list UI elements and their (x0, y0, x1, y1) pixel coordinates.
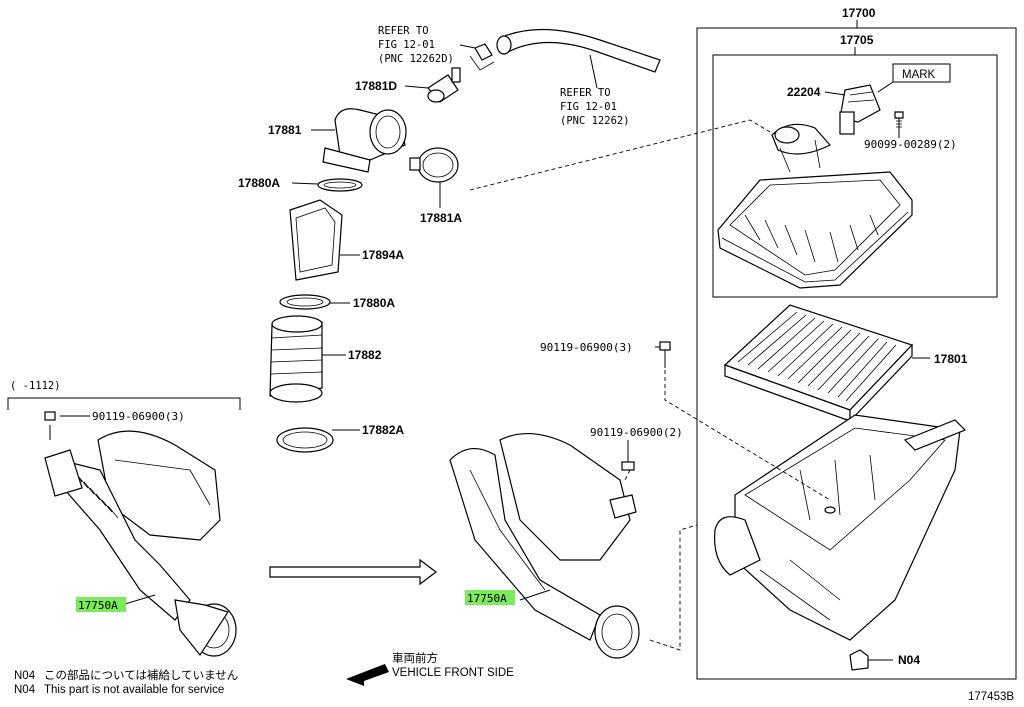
intake-duct-new (449, 341, 671, 659)
hose-17882 (269, 315, 346, 403)
label-17750a-left: 17750A (76, 597, 126, 612)
label-n04: N04 (898, 653, 920, 667)
note-en-text: This part is not available for service (44, 684, 224, 696)
front-label-en: VEHICLE FRONT SIDE (392, 667, 514, 679)
mark-box: MARK (877, 63, 951, 93)
label-17700: 17700 (842, 6, 876, 20)
label-17882a: 17882A (362, 423, 404, 437)
transition-arrow (269, 558, 437, 586)
label-refer2-l2: FIG 12-01 (560, 101, 617, 113)
clamp-17880a-bottom (279, 294, 350, 310)
figure-id: 177453B (968, 691, 1014, 703)
clamp-17880a-top (291, 178, 363, 192)
date-bracket (7, 397, 241, 410)
svg-text:17750A: 17750A (467, 592, 507, 605)
label-refer1-l1: REFER TO (378, 25, 429, 37)
clamp-17882a (276, 427, 360, 453)
label-17881d: 17881D (355, 79, 397, 93)
air-flow-meter (839, 84, 904, 135)
air-filter-element (723, 304, 914, 423)
clamp-17881a (409, 147, 459, 208)
label-90119-a: 90119-06900(3) (540, 341, 633, 354)
mark-label: MARK (902, 69, 936, 81)
label-17894a: 17894A (362, 248, 404, 262)
front-arrow-icon (346, 664, 389, 686)
note-en-code: N04 (14, 684, 36, 696)
assembly-17700-frame (696, 20, 1017, 680)
label-17750a-right: 17750A (465, 590, 515, 605)
label-90119-c: 90119-06900(3) (92, 410, 185, 423)
label-17880a-1: 17880A (238, 176, 280, 190)
label-90119-b: 90119-06900(2) (590, 426, 683, 439)
label-90099: 90099-00289(2) (864, 138, 957, 151)
label-17705: 17705 (840, 33, 874, 47)
label-17881: 17881 (268, 123, 302, 137)
hose-12262 (459, 28, 661, 89)
air-cleaner-cap (717, 123, 913, 289)
label-refer2-l3: (PNC 12262) (560, 115, 630, 127)
svg-text:17750A: 17750A (78, 599, 118, 612)
hose-17881d (404, 67, 461, 103)
air-cleaner-case (713, 414, 967, 671)
label-17880a-2: 17880A (353, 296, 395, 310)
label-refer1-l3: (PNC 12262D) (378, 53, 454, 65)
label-refer1-l2: FIG 12-01 (378, 39, 435, 51)
duct-17894a (289, 199, 360, 281)
label-17801: 17801 (934, 352, 968, 366)
label-17881a: 17881A (420, 211, 462, 225)
intake-duct-old (44, 411, 237, 657)
note-jp-text: この部品については補給していません (44, 668, 238, 682)
label-refer2-l1: REFER TO (560, 87, 611, 99)
hose-17881 (311, 108, 407, 173)
note-jp-code: N04 (14, 670, 36, 682)
date-range: ( -1112) (10, 380, 61, 392)
label-22204: 22204 (787, 85, 821, 99)
label-17882: 17882 (348, 348, 382, 362)
front-label-jp: 車両前方 (392, 651, 438, 665)
